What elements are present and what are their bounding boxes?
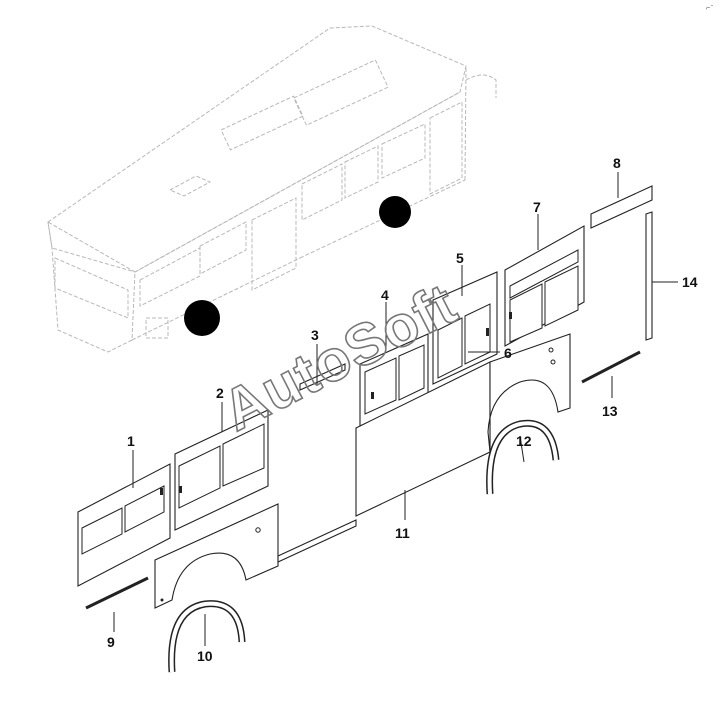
- callout-7: 7: [533, 199, 541, 215]
- part-3-window-strip: [299, 344, 346, 391]
- middle-sill-strip: [277, 519, 357, 563]
- callout-11: 11: [395, 525, 410, 541]
- part-5-door-window-panel: [432, 271, 498, 385]
- callout-8: 8: [613, 155, 621, 171]
- callout-6: 6: [504, 345, 512, 361]
- callout-3: 3: [311, 327, 319, 343]
- part-2-window-panel: [174, 409, 269, 531]
- callout-4: 4: [381, 287, 389, 303]
- callout-5: 5: [456, 250, 464, 266]
- leader-lines: [113, 172, 678, 646]
- rear-lower-side-panel: [154, 503, 279, 609]
- callout-13: 13: [602, 403, 618, 419]
- part-1-window-panel: [77, 463, 171, 587]
- part-7-window-panel: [504, 225, 585, 347]
- front-lower-side-panel: [487, 333, 571, 453]
- callout-1: 1: [127, 433, 135, 449]
- bus-reference-outline: [47, 25, 497, 353]
- part-14-vertical-strip: [645, 211, 653, 341]
- callout-14: 14: [682, 274, 698, 290]
- callout-10: 10: [197, 648, 213, 664]
- part-8-top-strip: [590, 185, 653, 229]
- callout-2: 2: [216, 385, 224, 401]
- callout-9: 9: [107, 634, 115, 650]
- part-9-strip: [85, 576, 149, 610]
- part-13-strip: [581, 350, 641, 384]
- callout-12: 12: [516, 433, 532, 449]
- corner-mark: ⌐ ̄: [706, 5, 713, 12]
